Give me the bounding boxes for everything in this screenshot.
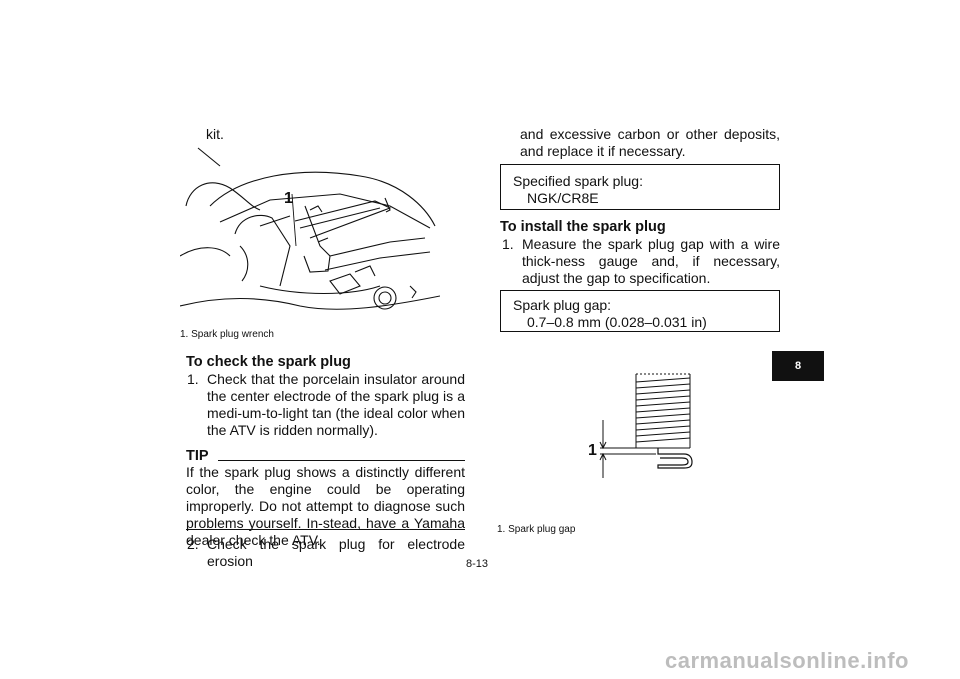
- watermark: carmanualsonline.info: [665, 648, 909, 673]
- figure1-callout: 1: [284, 190, 293, 207]
- step-text: Check that the porcelain insulator aroun…: [207, 371, 465, 438]
- continued-text: and excessive carbon or other deposits, …: [520, 126, 780, 159]
- check-step-2: 2. Check the spark plug for electrode er…: [187, 536, 465, 570]
- spark-plug-wrench-illustration: [179, 146, 441, 322]
- tip-bottom-rule: [186, 529, 465, 530]
- check-heading: To check the spark plug: [186, 354, 351, 370]
- spec-value: NGK/CR8E: [527, 190, 599, 206]
- step-number: 1.: [502, 236, 514, 252]
- figure1-caption: 1. Spark plug wrench: [180, 329, 274, 340]
- tip-text: If the spark plug shows a distinctly dif…: [186, 464, 465, 548]
- spec-label: Spark plug gap:: [513, 297, 612, 313]
- tip-top-rule: [218, 460, 465, 461]
- spec-label: Specified spark plug:: [513, 173, 643, 189]
- check-step-1: 1. Check that the porcelain insulator ar…: [187, 371, 465, 439]
- section-tab: 8: [772, 351, 824, 381]
- install-heading: To install the spark plug: [500, 219, 666, 235]
- figure2-callout: 1: [588, 442, 597, 459]
- spark-plug-gap-illustration: [580, 368, 710, 480]
- spec-spark-plug-box: Specified spark plug: NGK/CR8E: [500, 164, 780, 210]
- continuation-text: kit.: [206, 126, 224, 142]
- spec-value: 0.7–0.8 mm (0.028–0.031 in): [527, 314, 707, 330]
- figure2-caption: 1. Spark plug gap: [497, 524, 576, 535]
- step-number: 2.: [187, 536, 199, 552]
- page-number: 8-13: [466, 558, 489, 570]
- step-text: Measure the spark plug gap with a wire t…: [522, 236, 780, 286]
- install-step-1: 1. Measure the spark plug gap with a wir…: [502, 236, 780, 287]
- tip-title: TIP: [186, 448, 209, 464]
- spec-gap-box: Spark plug gap: 0.7–0.8 mm (0.028–0.031 …: [500, 290, 780, 332]
- step-number: 1.: [187, 371, 199, 387]
- step-text: Check the spark plug for electrode erosi…: [207, 536, 465, 569]
